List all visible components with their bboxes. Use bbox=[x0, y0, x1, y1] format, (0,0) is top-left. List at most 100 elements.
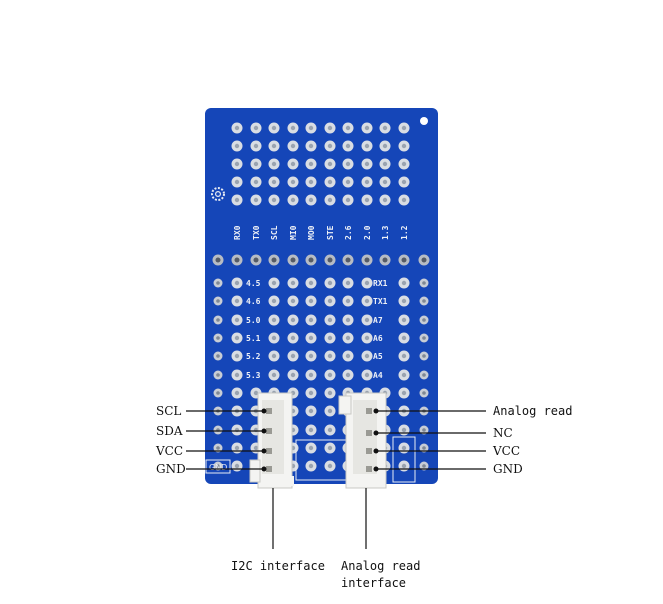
hole bbox=[345, 298, 351, 304]
nc-callout: NC bbox=[493, 426, 513, 440]
left-pin-label: 4.5 bbox=[246, 279, 261, 288]
header-label: STE bbox=[326, 225, 335, 240]
gnd-silk-box bbox=[205, 459, 231, 474]
analog-interface-label-line2: interface bbox=[341, 576, 407, 590]
hole bbox=[271, 298, 277, 304]
hole bbox=[364, 353, 370, 359]
hole bbox=[290, 353, 296, 359]
hole bbox=[345, 161, 351, 167]
hole bbox=[327, 353, 333, 359]
hole bbox=[327, 372, 333, 378]
side-hole bbox=[422, 354, 426, 358]
left-pin-label: 5.0 bbox=[246, 316, 261, 325]
side-hole bbox=[216, 446, 220, 450]
left-pin-label: 5.2 bbox=[246, 352, 261, 361]
vcc-right-callout: VCC bbox=[493, 444, 521, 458]
hole bbox=[234, 179, 240, 185]
header-hole bbox=[327, 257, 333, 263]
right-pin-label: A7 bbox=[373, 316, 383, 325]
hole bbox=[290, 317, 296, 323]
hole bbox=[345, 335, 351, 341]
hole bbox=[327, 463, 333, 469]
hole bbox=[290, 125, 296, 131]
right-pin-label: A5 bbox=[373, 352, 383, 361]
side-hole bbox=[216, 354, 220, 358]
hole bbox=[401, 427, 407, 433]
hole bbox=[308, 427, 314, 433]
hole bbox=[271, 317, 277, 323]
hole bbox=[234, 143, 240, 149]
side-hole bbox=[422, 446, 426, 450]
hole bbox=[401, 445, 407, 451]
header-hole bbox=[234, 257, 240, 263]
hole bbox=[327, 445, 333, 451]
connector-pin bbox=[366, 466, 372, 472]
hole bbox=[253, 179, 259, 185]
hole bbox=[308, 335, 314, 341]
side-hole bbox=[422, 336, 426, 340]
i2c-interface-label: I2C interface bbox=[231, 559, 325, 573]
hole bbox=[345, 280, 351, 286]
header-label: SCL bbox=[270, 225, 279, 240]
hole bbox=[401, 125, 407, 131]
hole bbox=[364, 298, 370, 304]
hole bbox=[382, 125, 388, 131]
hole bbox=[401, 335, 407, 341]
hole bbox=[234, 317, 240, 323]
hole bbox=[308, 280, 314, 286]
hole bbox=[401, 372, 407, 378]
hole bbox=[327, 298, 333, 304]
connector-pin bbox=[366, 408, 372, 414]
hole bbox=[308, 298, 314, 304]
header-label: RX0 bbox=[233, 225, 242, 240]
hole bbox=[345, 179, 351, 185]
scl-callout: SCL bbox=[156, 404, 182, 418]
hole bbox=[401, 197, 407, 203]
hole bbox=[327, 408, 333, 414]
hole bbox=[234, 161, 240, 167]
connector-pin bbox=[366, 448, 372, 454]
left-pin-label: 5.1 bbox=[246, 334, 261, 343]
i2c-connector bbox=[249, 392, 294, 489]
hole bbox=[364, 372, 370, 378]
header-hole bbox=[271, 257, 277, 263]
hole bbox=[271, 372, 277, 378]
side-hole bbox=[216, 336, 220, 340]
hole bbox=[271, 125, 277, 131]
hole bbox=[401, 317, 407, 323]
hole bbox=[234, 298, 240, 304]
hole bbox=[234, 280, 240, 286]
hole bbox=[401, 463, 407, 469]
hole bbox=[327, 143, 333, 149]
side-hole bbox=[422, 281, 426, 285]
hole bbox=[345, 372, 351, 378]
side-hole bbox=[422, 391, 426, 395]
side-hole bbox=[422, 299, 426, 303]
hole bbox=[327, 335, 333, 341]
header-label: MO0 bbox=[307, 225, 316, 240]
hole bbox=[308, 143, 314, 149]
right-pin-label: TX1 bbox=[373, 297, 388, 306]
hole bbox=[253, 143, 259, 149]
hole bbox=[234, 390, 240, 396]
hole bbox=[382, 161, 388, 167]
side-hole bbox=[216, 391, 220, 395]
header-hole bbox=[382, 257, 388, 263]
hole bbox=[253, 445, 259, 451]
hole bbox=[271, 280, 277, 286]
hole bbox=[401, 280, 407, 286]
hole bbox=[345, 143, 351, 149]
hole bbox=[271, 179, 277, 185]
hole bbox=[364, 179, 370, 185]
header-hole bbox=[308, 257, 314, 263]
hole bbox=[290, 372, 296, 378]
hole bbox=[234, 463, 240, 469]
hole bbox=[253, 161, 259, 167]
hole bbox=[345, 125, 351, 131]
hole bbox=[401, 179, 407, 185]
right-pin-label: A6 bbox=[373, 334, 383, 343]
header-hole bbox=[290, 257, 296, 263]
hole bbox=[327, 280, 333, 286]
hole bbox=[364, 335, 370, 341]
